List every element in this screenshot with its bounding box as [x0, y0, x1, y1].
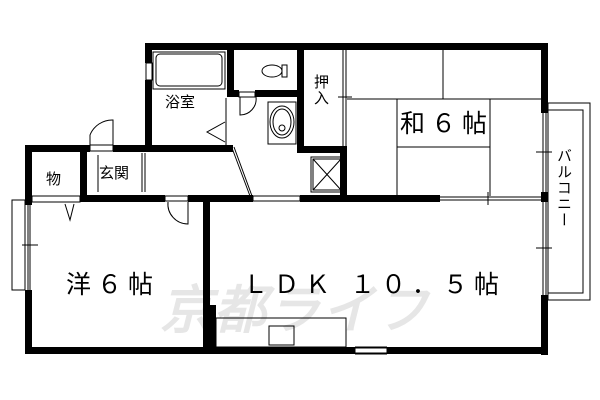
room-label-closet: 押入 [312, 74, 330, 106]
fixtures [11, 50, 591, 355]
room-label-bathroom: 浴室 [165, 93, 196, 111]
room-label-balcony: バルコニー [555, 148, 573, 228]
room-label-ldk: ＬＤＫ １０．５帖 [243, 270, 505, 299]
room-label-japanese-room: 和６帖 [400, 109, 494, 138]
room-label-western-room: 洋６帖 [66, 270, 160, 299]
room-label-entrance: 玄関 [99, 164, 130, 182]
room-label-storage: 物 [46, 170, 62, 188]
